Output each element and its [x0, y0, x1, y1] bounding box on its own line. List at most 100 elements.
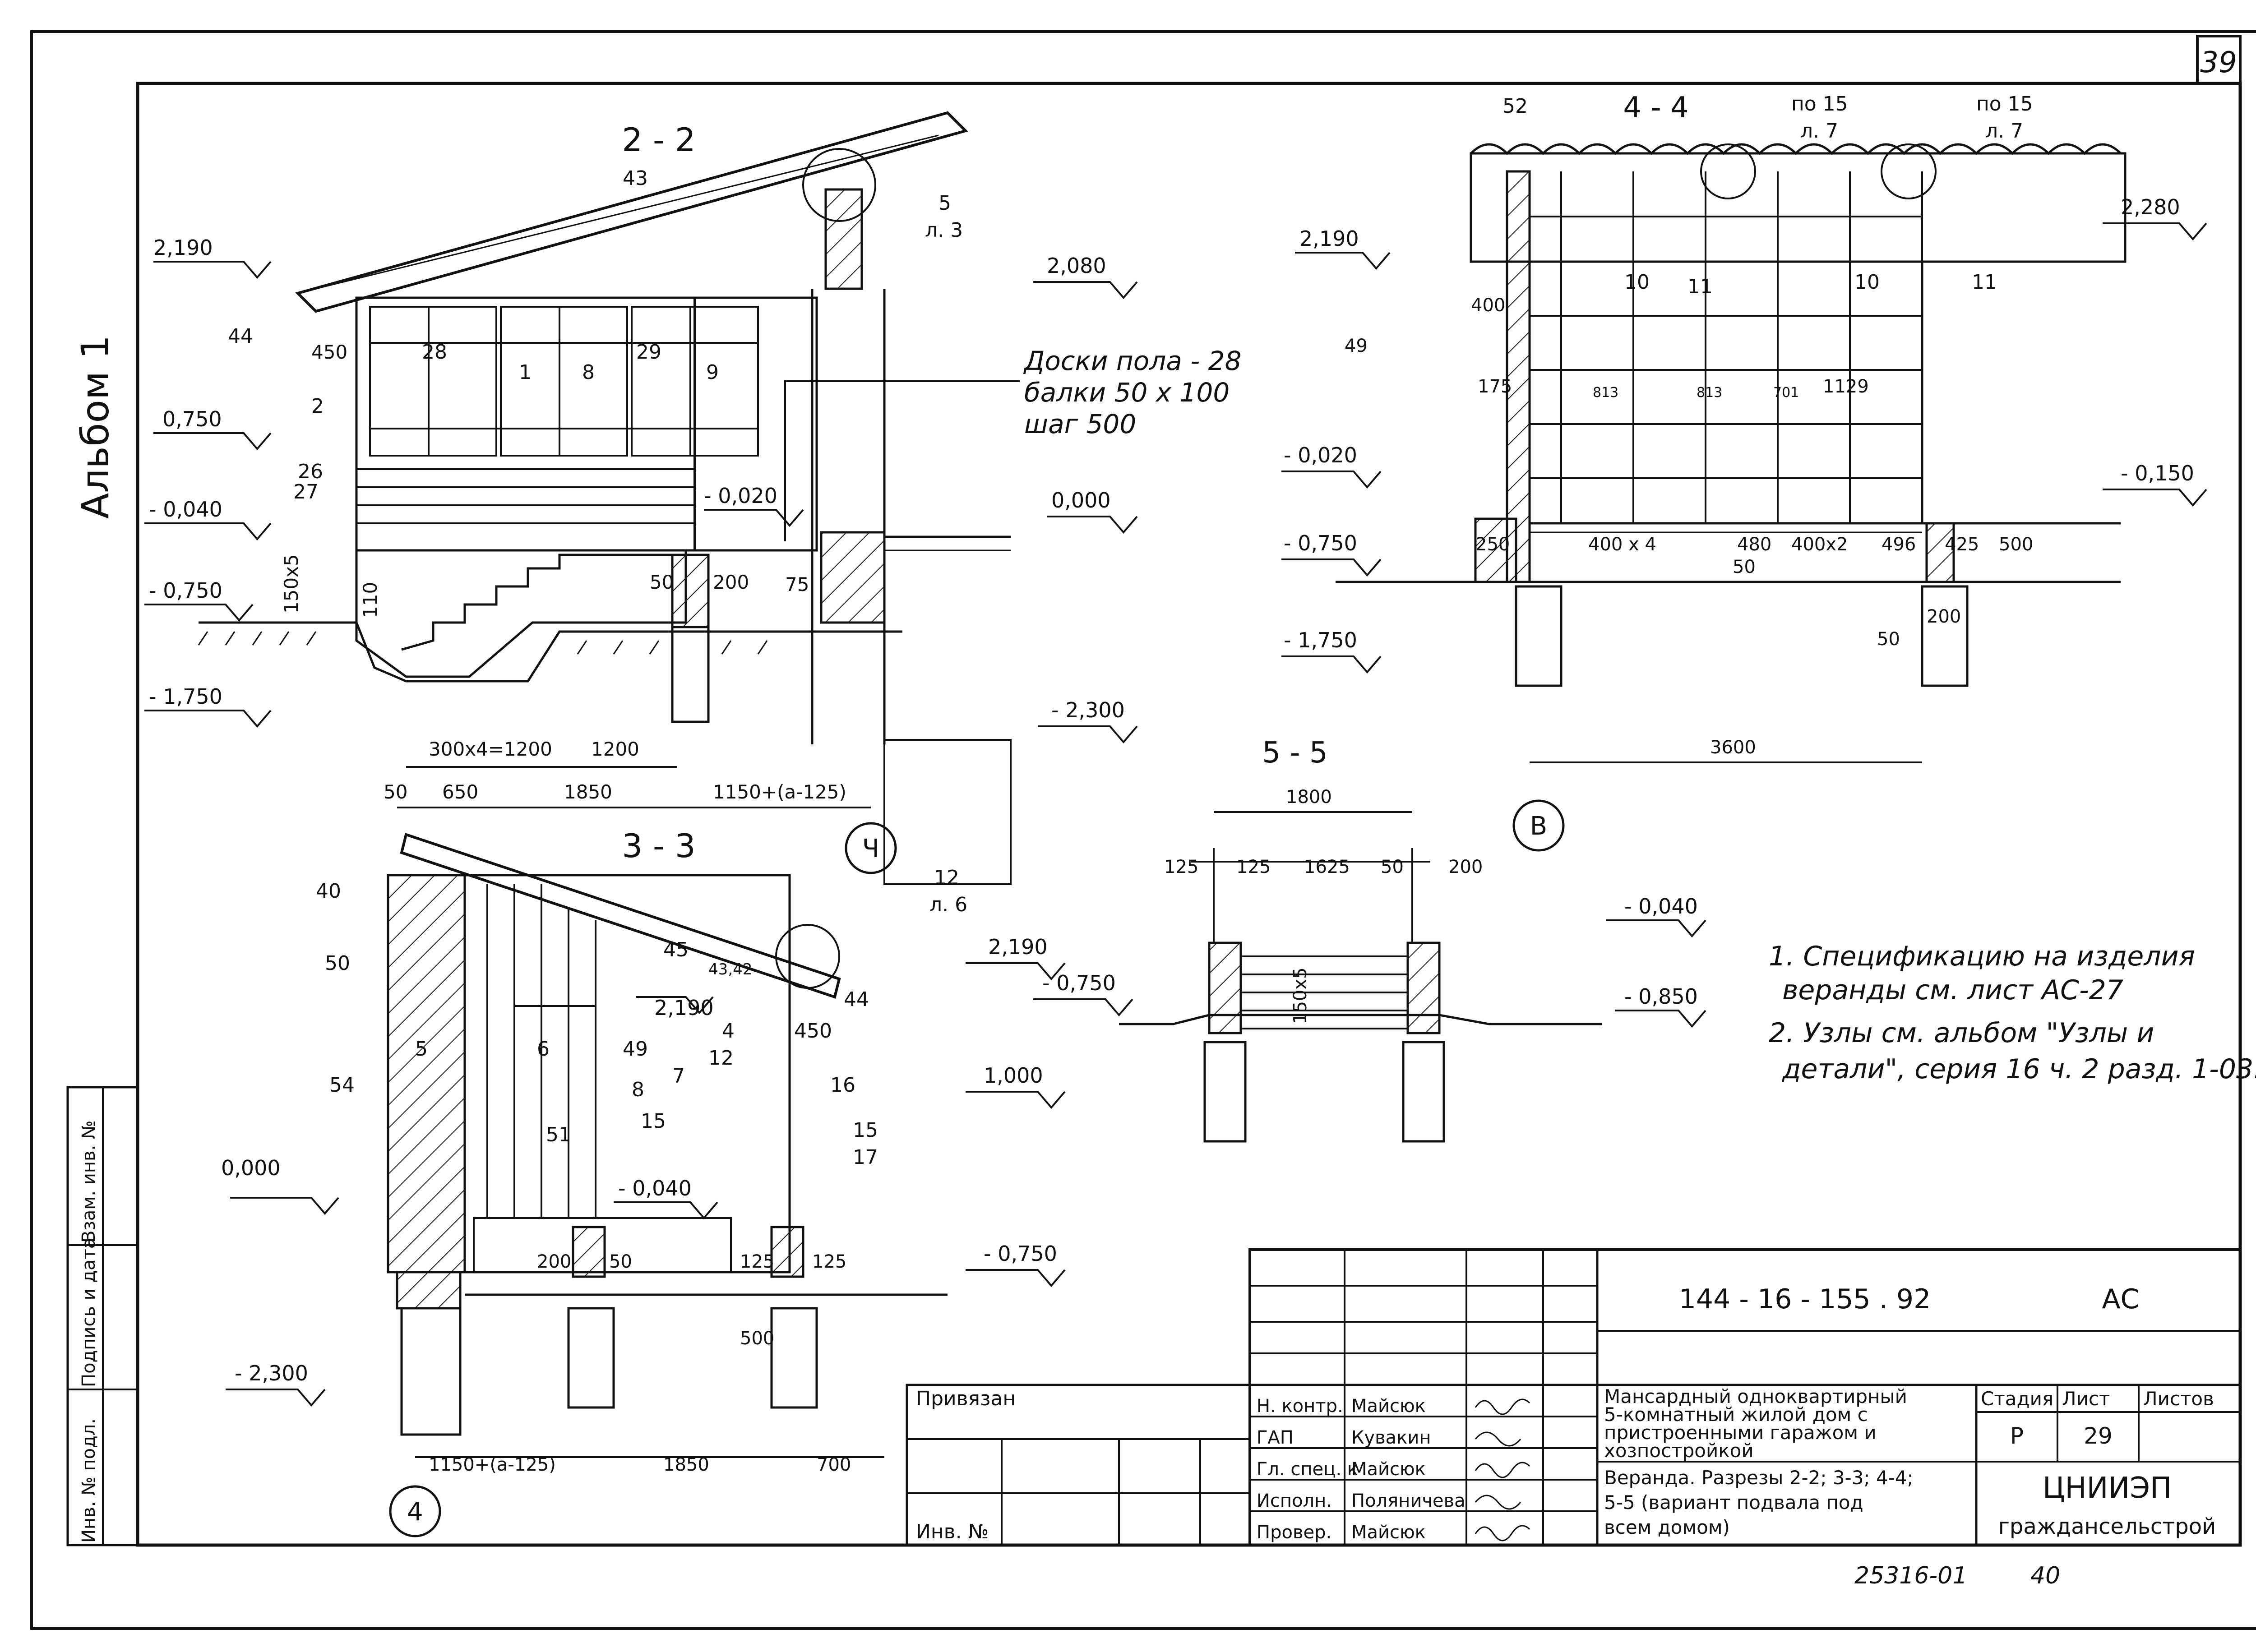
sheet-title-0: Веранда. Разрезы 2-2; 3-3; 4-4;: [1604, 1467, 1914, 1489]
dim-22-150x5: 150х5: [280, 554, 302, 614]
callout-22-l3: л. 3: [925, 219, 963, 242]
section-5-5: 5 - 5 - 0,040 - 0,750 - 0,850 1800 125 1…: [1033, 736, 1706, 1143]
roof-22: [295, 111, 968, 313]
veranda-wall-22: [355, 296, 818, 552]
page-number-box: [2196, 35, 2242, 85]
org-line-0: ЦНИИЭП: [2043, 1472, 2172, 1505]
inv-no-label: Инв. №: [916, 1520, 989, 1543]
sheets-label: Листов: [2143, 1388, 2214, 1410]
dim-55-150x5: 150х5: [1290, 968, 1311, 1024]
name-4: Майсюк: [1351, 1522, 1426, 1543]
dim-33-125b: 125: [812, 1251, 846, 1272]
dim-44-400x2: 400х2: [1791, 534, 1848, 555]
dim-33-200: 200: [537, 1251, 571, 1272]
axis-22: Ч: [862, 834, 879, 863]
signatures: [1475, 1398, 1530, 1541]
callout-33-44: 44: [844, 988, 869, 1011]
level-22-g: 0,000: [1051, 488, 1111, 512]
side-stamp-replace: Взам. инв. №: [79, 1120, 99, 1243]
note-1a: 1. Спецификацию на изделия: [1769, 941, 2195, 972]
dim-44-1129: 1129: [1823, 376, 1869, 397]
dim-44-3600: 3600: [1710, 737, 1756, 758]
dim-22-1200b: 1200: [591, 738, 639, 760]
note-2b: детали", серия 16 ч. 2 разд. 1-03.: [1782, 1053, 2256, 1085]
name-3: Поляничева: [1351, 1490, 1465, 1511]
dim-44-200: 200: [1927, 606, 1961, 627]
callout-33-15a: 15: [641, 1110, 666, 1133]
role-0: Н. контр.: [1257, 1396, 1343, 1417]
dim-33-500: 500: [740, 1328, 774, 1349]
sheet-value: 29: [2084, 1423, 2113, 1449]
dim-44-813a: 813: [1593, 385, 1618, 401]
callout-44-po15a: по 15: [1791, 92, 1848, 115]
object-line-3: хозпостройкой: [1604, 1440, 1754, 1462]
level-44-d: - 0,750: [1284, 531, 1357, 555]
page-number: 39: [2200, 46, 2237, 79]
callout-33-16: 16: [830, 1074, 855, 1097]
callout-33-7: 7: [672, 1065, 685, 1088]
dim-44-50: 50: [1733, 557, 1756, 577]
callout-22-28: 28: [422, 341, 447, 364]
dim-44-400: 400: [1471, 295, 1505, 316]
dim-33-125a: 125: [740, 1251, 774, 1272]
sheet-title-1: 5-5 (вариант подвала под: [1604, 1491, 1863, 1514]
callout-33-8: 8: [632, 1078, 644, 1101]
role-3: Исполн.: [1257, 1490, 1332, 1511]
doc-code: 144 - 16 - 155 . 92: [1679, 1283, 1931, 1315]
callout-33-51: 51: [546, 1123, 571, 1146]
dim-22-1850: 1850: [564, 781, 612, 803]
level-44-e: - 1,750: [1284, 628, 1357, 652]
callout-33-5: 5: [415, 1038, 428, 1061]
callout-33-40: 40: [316, 880, 341, 903]
dim-22-450: 450: [311, 341, 347, 363]
note-22-line1: Доски пола - 28: [1023, 346, 1241, 376]
level-33-a: 0,000: [221, 1156, 281, 1180]
role-2: Гл. спец. к: [1257, 1459, 1358, 1480]
section-2-2-title: 2 - 2: [622, 121, 695, 159]
callout-22-2: 2: [311, 395, 324, 418]
callout-22-9: 9: [706, 361, 719, 384]
level-44-c: - 0,020: [1284, 443, 1357, 467]
dim-44-496: 496: [1882, 534, 1916, 555]
side-stamp-sign: Подпись и дата: [79, 1238, 99, 1387]
side-stamp: Инв. № подл. Подпись и дата Взам. инв. №: [66, 1086, 139, 1546]
section-2-2: 2 - 2 2,190 0,750: [144, 111, 1241, 885]
stage-label: Стадия: [1981, 1388, 2053, 1410]
callout-33-6: 6: [537, 1038, 550, 1061]
callout-22-27: 27: [293, 480, 319, 503]
callout-44-10a: 10: [1624, 271, 1650, 294]
note-2a: 2. Узлы см. альбом "Узлы и: [1769, 1017, 2154, 1049]
section-3-3-title: 3 - 3: [622, 827, 695, 865]
footer-page: 40: [2030, 1562, 2060, 1589]
callout-33-50: 50: [325, 952, 350, 975]
dim-44-49: 49: [1345, 336, 1368, 356]
levels-22: 2,190 0,750 - 0,040 - 0,750 - 1,750 2,08…: [144, 235, 1138, 744]
note-22-line2: балки 50 х 100: [1024, 377, 1230, 408]
footer-code: 25316-01: [1854, 1562, 1967, 1589]
callout-33-4: 4: [722, 1020, 735, 1043]
callout-33-450: 450: [794, 1020, 832, 1043]
level-22-i: - 2,300: [1051, 698, 1125, 722]
object-line-1: 5-комнатный жилой дом с: [1604, 1403, 1868, 1426]
inner-frame: [136, 82, 2242, 1547]
axis-33: 4: [407, 1497, 423, 1527]
dim-44-400x4: 400 х 4: [1588, 534, 1656, 555]
level-22-a: 2,190: [153, 235, 213, 260]
callout-22-43: 43: [623, 167, 648, 190]
role-1: ГАП: [1257, 1427, 1294, 1448]
section-4-4-title: 4 - 4: [1623, 91, 1688, 125]
org-line-1: граждансельстрой: [1998, 1514, 2216, 1539]
level-33-d: 1,000: [984, 1063, 1043, 1088]
level-55-b: - 0,750: [1042, 971, 1116, 995]
level-22-f: 2,080: [1047, 254, 1106, 278]
callout-44-l7b: л. 7: [1985, 120, 2023, 143]
note-1b: веранды см. лист АС-27: [1782, 974, 2123, 1006]
note-22-line3: шаг 500: [1024, 409, 1136, 439]
object-line-0: Мансардный одноквартирный: [1604, 1385, 1907, 1407]
outer-frame: [30, 30, 2256, 1630]
name-0: Майсюк: [1351, 1396, 1426, 1417]
dim-22-110: 110: [359, 582, 381, 618]
section-5-5-title: 5 - 5: [1262, 736, 1327, 770]
